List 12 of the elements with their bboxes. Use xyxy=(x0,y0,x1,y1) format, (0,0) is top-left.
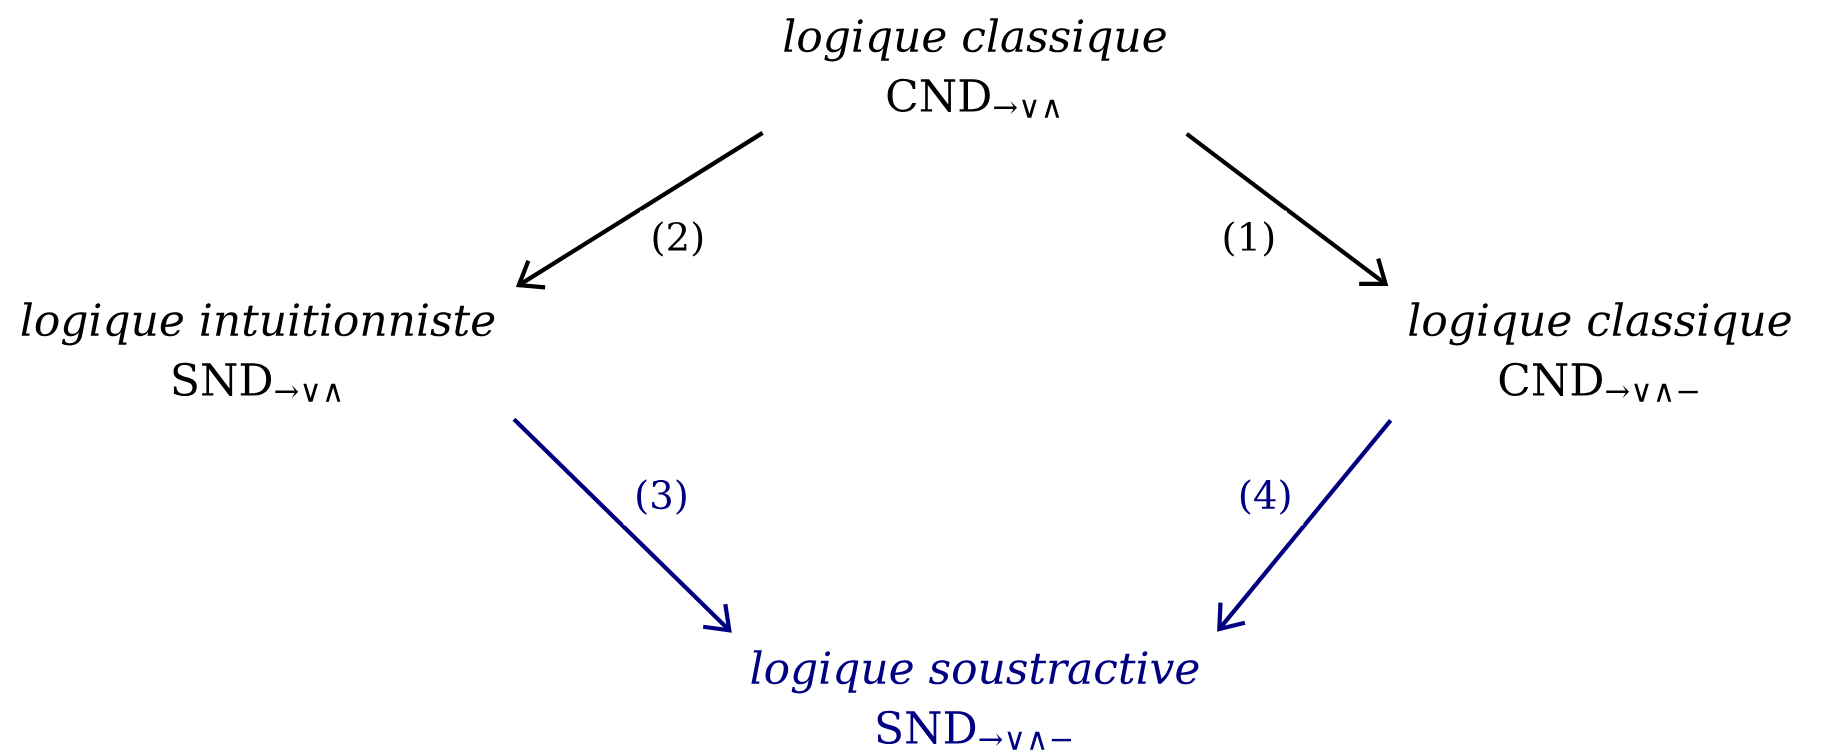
arrow xyxy=(512,417,732,633)
edge-label: (1) xyxy=(1210,210,1287,268)
arrow xyxy=(1217,419,1393,632)
arrow xyxy=(1185,132,1389,287)
edge-label: (2) xyxy=(639,210,716,268)
logic-label: logique soustractive SND$_{→∨∧−}$ xyxy=(751,650,1199,750)
logic-label: logique intuitionniste SND$_{→∨∧}$ xyxy=(21,302,495,402)
logic-label: logique classique CND$_{→∨∧}$ xyxy=(784,18,1166,118)
arrow xyxy=(515,131,764,290)
logic-label: logique classique CND$_{→∨∧−}$ xyxy=(1409,302,1791,402)
edge-label: (4) xyxy=(1227,468,1304,526)
edge-label: (3) xyxy=(623,468,700,526)
